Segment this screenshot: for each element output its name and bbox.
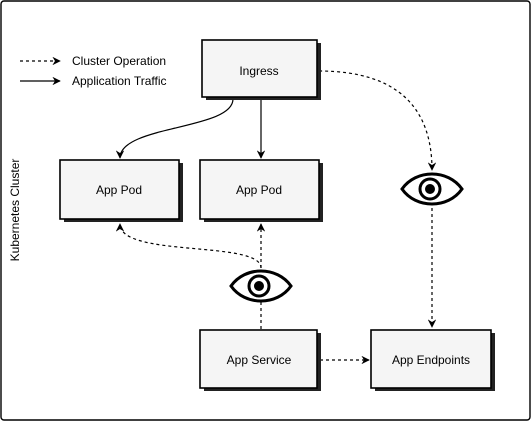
node-ingress-label: Ingress — [239, 64, 278, 78]
legend-solid-label: Application Traffic — [72, 74, 167, 88]
node-app-endpoints[interactable]: App Endpoints — [370, 329, 495, 391]
node-app-pod-2[interactable]: App Pod — [199, 159, 323, 222]
legend-dashed-label: Cluster Operation — [72, 54, 166, 68]
edge-ingress-to-pod1 — [115, 98, 234, 159]
node-app-pod-1-label: App Pod — [96, 183, 142, 197]
legend: Cluster Operation Application Traffic — [20, 54, 167, 88]
node-app-endpoints-label: App Endpoints — [392, 353, 470, 367]
cluster-label: Kubernetes Cluster — [8, 159, 22, 262]
node-app-pod-1[interactable]: App Pod — [59, 159, 183, 222]
node-ingress[interactable]: Ingress — [201, 39, 321, 100]
edge-ingress-to-endpoints-top — [318, 70, 437, 171]
node-app-service[interactable]: App Service — [199, 329, 321, 391]
eye-icon — [400, 172, 464, 206]
node-app-pod-2-label: App Pod — [236, 183, 282, 197]
node-app-service-label: App Service — [227, 353, 292, 367]
eye-icon — [229, 269, 293, 303]
